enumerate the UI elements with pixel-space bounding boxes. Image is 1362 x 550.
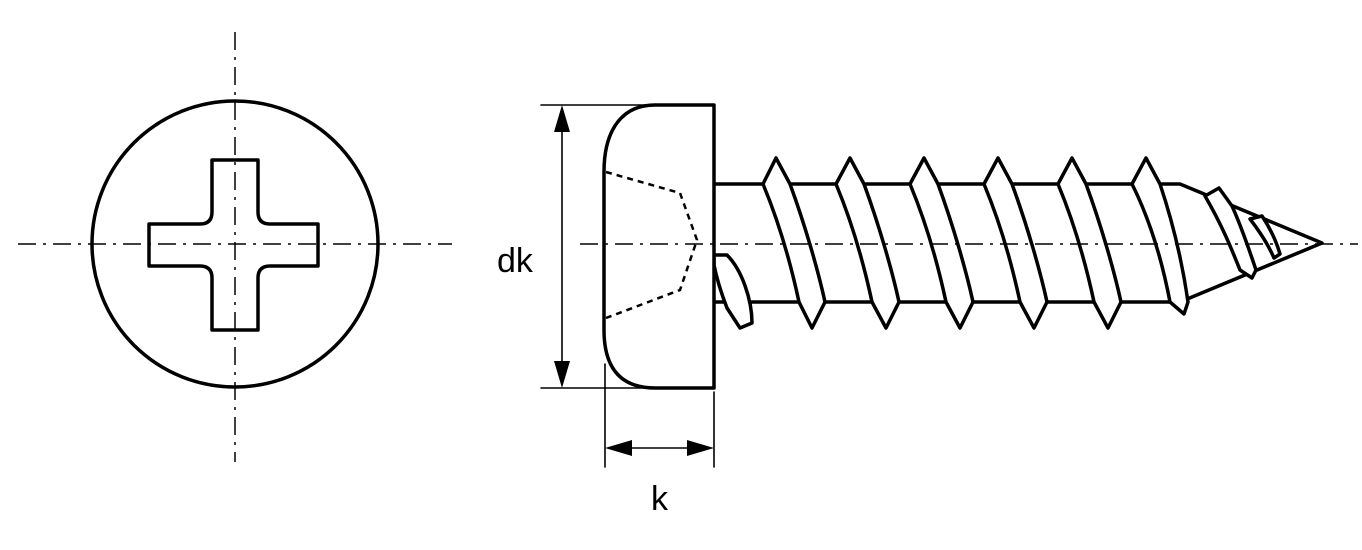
thread-crest	[1130, 156, 1190, 316]
pan-head-profile	[602, 103, 716, 390]
dimension-k: k	[604, 363, 715, 518]
thread-crest	[761, 156, 827, 330]
k-arrow-right-icon	[687, 440, 714, 456]
dk-label: dk	[497, 242, 534, 280]
thread-crest	[982, 156, 1049, 330]
cross-recess-icon	[147, 158, 320, 332]
thread-crest	[1203, 186, 1258, 280]
thread-crests	[712, 156, 1282, 330]
k-arrow-left-icon	[605, 440, 632, 456]
hidden-recess-lines	[605, 170, 699, 320]
k-label: k	[651, 480, 669, 518]
thread-crest	[908, 156, 975, 330]
thread-crest	[834, 156, 901, 330]
dk-arrow-down-icon	[554, 361, 570, 388]
thread-crest	[712, 253, 754, 330]
head-outline-circle	[90, 99, 380, 389]
dk-arrow-up-icon	[554, 105, 570, 132]
screw-side-view	[580, 103, 1358, 390]
head-top-view	[18, 32, 452, 462]
thread-crest	[1248, 214, 1282, 260]
thread-crest	[1056, 156, 1123, 330]
dimension-dk: dk	[497, 104, 647, 389]
